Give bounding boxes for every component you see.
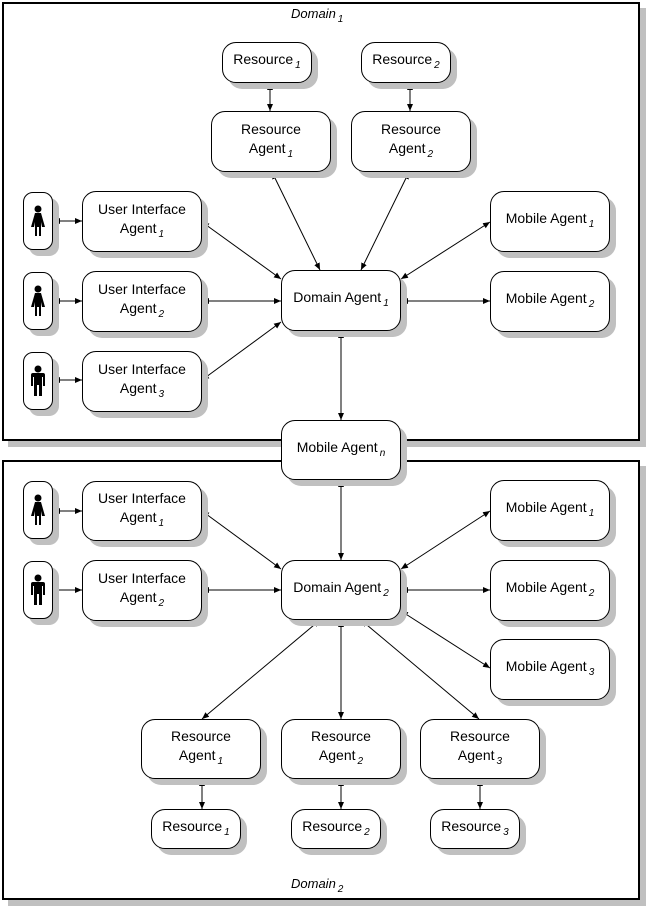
female-user-icon [31,494,45,525]
d1-user-3[interactable] [23,352,53,410]
d2-user-1[interactable] [23,481,53,539]
male-user-icon [31,365,45,396]
d2-user-2[interactable] [23,561,53,619]
male-user-icon [31,574,45,605]
d1-user-1[interactable] [23,192,53,250]
female-user-icon [31,285,45,316]
female-user-icon [31,205,45,236]
d1-user-2[interactable] [23,272,53,330]
